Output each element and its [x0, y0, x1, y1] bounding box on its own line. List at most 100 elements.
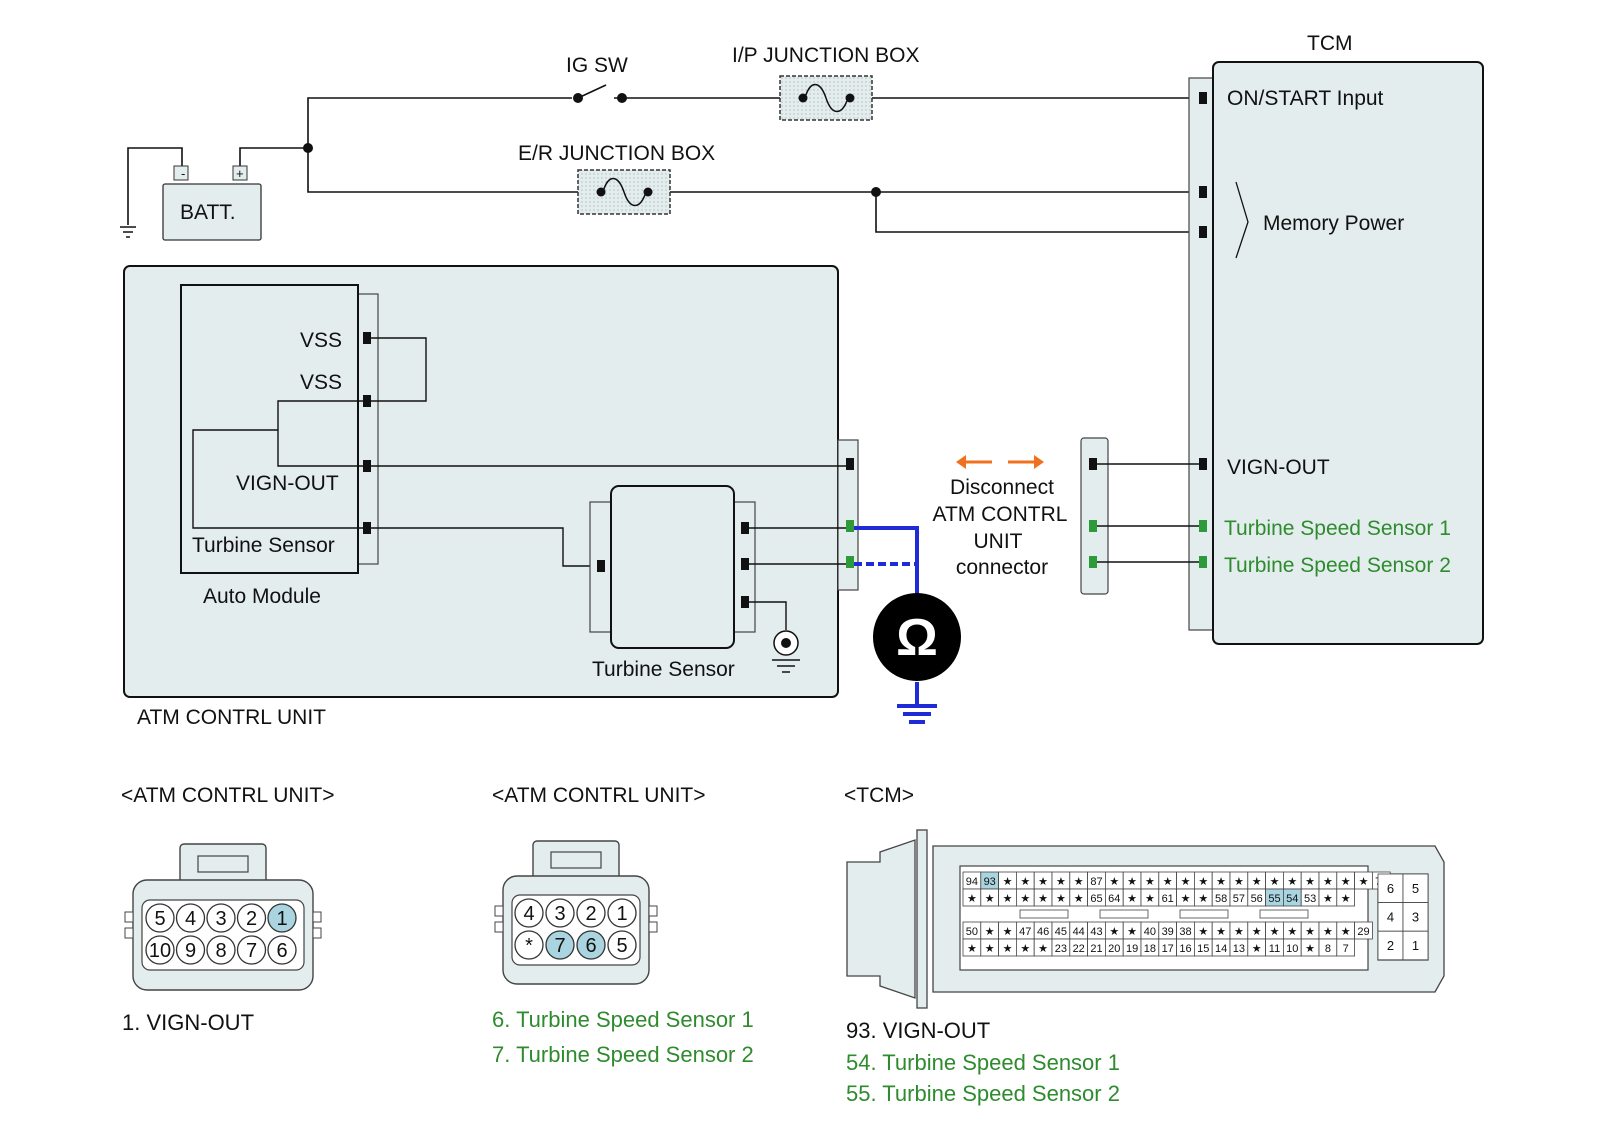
connector3-pin-label: ★: [1270, 926, 1280, 938]
ip-junction-box-label: I/P JUNCTION BOX: [732, 44, 919, 67]
connector1-pin-label: 9: [185, 940, 196, 962]
connector2-pin-label: 4: [523, 903, 534, 925]
connector1-pin: [145, 935, 175, 965]
connector3-side-pin: [1402, 930, 1429, 961]
connector2-pin-label: *: [525, 935, 533, 957]
connector3-pin-label: 61: [1162, 893, 1174, 905]
connector1-pin: [206, 903, 236, 933]
connector2-pin: [514, 898, 544, 928]
connector1-pin-label: 8: [215, 940, 226, 962]
connector2-pin-label: 1: [616, 903, 627, 925]
connector3-pin-label: ★: [1020, 876, 1030, 888]
connector3-pin-label: 10: [1286, 943, 1298, 955]
connector1-pin-label: 7: [246, 940, 257, 962]
connector3-pin-label: ★: [1323, 876, 1333, 888]
connector1-pin: [236, 903, 267, 933]
connector3-pin-label: 44: [1073, 926, 1085, 938]
connector3-keyway: [1019, 909, 1069, 919]
connector3-pin-label: ★: [1305, 943, 1315, 955]
connector3-pin-label: ★: [1305, 876, 1315, 888]
connector3-pin-label: 29: [1357, 926, 1369, 938]
connector3-pin-label: ★: [1323, 926, 1333, 938]
connector1-pin-label: 4: [185, 908, 196, 930]
connector3-pin-label: 56: [1251, 893, 1263, 905]
connector1-pin-label: 6: [276, 940, 287, 962]
connector3-pin-label: ★: [1216, 876, 1226, 888]
connector3-pin-label: 11: [1269, 943, 1280, 955]
power-wiring: [127, 84, 1196, 233]
connector3-pin-label: 40: [1144, 926, 1156, 938]
connector3-pin-label: 17: [1162, 943, 1174, 955]
tcm-tss1-label: Turbine Speed Sensor 1: [1224, 517, 1451, 540]
connector3-pin-label: ★: [1234, 926, 1244, 938]
connector3-pin-label: 50: [966, 926, 978, 938]
connector3-title: <TCM>: [844, 784, 914, 807]
connector3-pin-label: ★: [1056, 893, 1066, 905]
connector3-pin-label: ★: [1287, 926, 1297, 938]
turbine-sensor: [589, 485, 756, 649]
connector1-pin: [175, 935, 206, 965]
connector3-side-pin: [1377, 930, 1404, 961]
connector1-pin: [267, 935, 297, 965]
connector2-pin: [576, 930, 606, 960]
connector3-pin-label: 21: [1090, 943, 1102, 955]
connector3-side-pin-label: 6: [1387, 881, 1394, 896]
connector1-pin: [267, 903, 297, 933]
connector3-pin-label: ★: [1109, 926, 1119, 938]
battery-plus-label: +: [236, 166, 244, 181]
connector3-pin-label: ★: [1198, 926, 1208, 938]
connector3-pin-label: 94: [966, 876, 978, 888]
connector3-pin: [1336, 938, 1356, 957]
connector3-pin-label: ★: [1163, 876, 1173, 888]
auto-module-internal-wiring: [192, 337, 846, 567]
connector3-legend-1: 93. VIGN-OUT: [846, 1018, 990, 1043]
sensor-ground-icon: [772, 630, 800, 673]
connector3-pin: [1336, 888, 1356, 907]
connector3-legend-3: 55. Turbine Speed Sensor 2: [846, 1081, 1120, 1106]
tcm-module: [1188, 61, 1484, 645]
battery-minus-label: -: [181, 166, 185, 181]
connector3-pin-label: 65: [1090, 893, 1102, 905]
connector3-pin-label: 93: [984, 876, 996, 888]
connector3-pin-label: ★: [1074, 876, 1084, 888]
connector3-pin-label: ★: [1234, 876, 1244, 888]
connector3-pin-label: ★: [1038, 893, 1048, 905]
connector3-pin-label: 8: [1325, 943, 1331, 955]
connector3-pin-label: 23: [1055, 943, 1067, 955]
connector3-pin-label: 20: [1108, 943, 1120, 955]
auto-module: [180, 284, 379, 574]
turbine-sensor-label: Turbine Sensor: [592, 658, 735, 681]
disconnect-line-4: connector: [956, 556, 1048, 579]
connector3-pin-label: 53: [1304, 893, 1316, 905]
connector3-pin-label: 39: [1162, 926, 1174, 938]
connector3-pin-label: ★: [1252, 876, 1262, 888]
ohm-icon: Ω: [896, 609, 938, 667]
connector1-pin-label: 10: [149, 940, 171, 962]
connector3-pin-label: ★: [1341, 893, 1351, 905]
connector3-pin-label: 19: [1126, 943, 1138, 955]
ip-junction-box: [779, 75, 873, 121]
connector3-pin-label: ★: [1038, 943, 1048, 955]
connector3-pin-label: 7: [1343, 943, 1349, 955]
connector3-side-pin-label: 4: [1387, 910, 1394, 925]
connector2-pin-label: 6: [585, 935, 596, 957]
er-junction-box: [577, 169, 671, 215]
ohmmeter: Ω: [854, 526, 961, 724]
connector3-side-pin-label: 3: [1412, 910, 1419, 925]
connector3-pin-label: ★: [1003, 893, 1013, 905]
disconnect-line-3: UNIT: [974, 530, 1023, 553]
connector3-pin-label: ★: [985, 926, 995, 938]
connector3-pin-label: ★: [1252, 926, 1262, 938]
connector3-legend-2: 54. Turbine Speed Sensor 1: [846, 1050, 1120, 1075]
er-junction-box-label: E/R JUNCTION BOX: [518, 142, 715, 165]
connector2-pin: [576, 898, 606, 928]
connector3-keyway: [1099, 909, 1149, 919]
connector3-pin-label: ★: [985, 943, 995, 955]
connector3-pin-label: ★: [1003, 943, 1013, 955]
connector3-pin-label: 18: [1144, 943, 1156, 955]
connector2-pin-label: 7: [554, 935, 565, 957]
connector3-pin-label: ★: [1341, 926, 1351, 938]
connector3-pin-label: 15: [1197, 943, 1209, 955]
am-vss2-label: VSS: [300, 371, 342, 394]
